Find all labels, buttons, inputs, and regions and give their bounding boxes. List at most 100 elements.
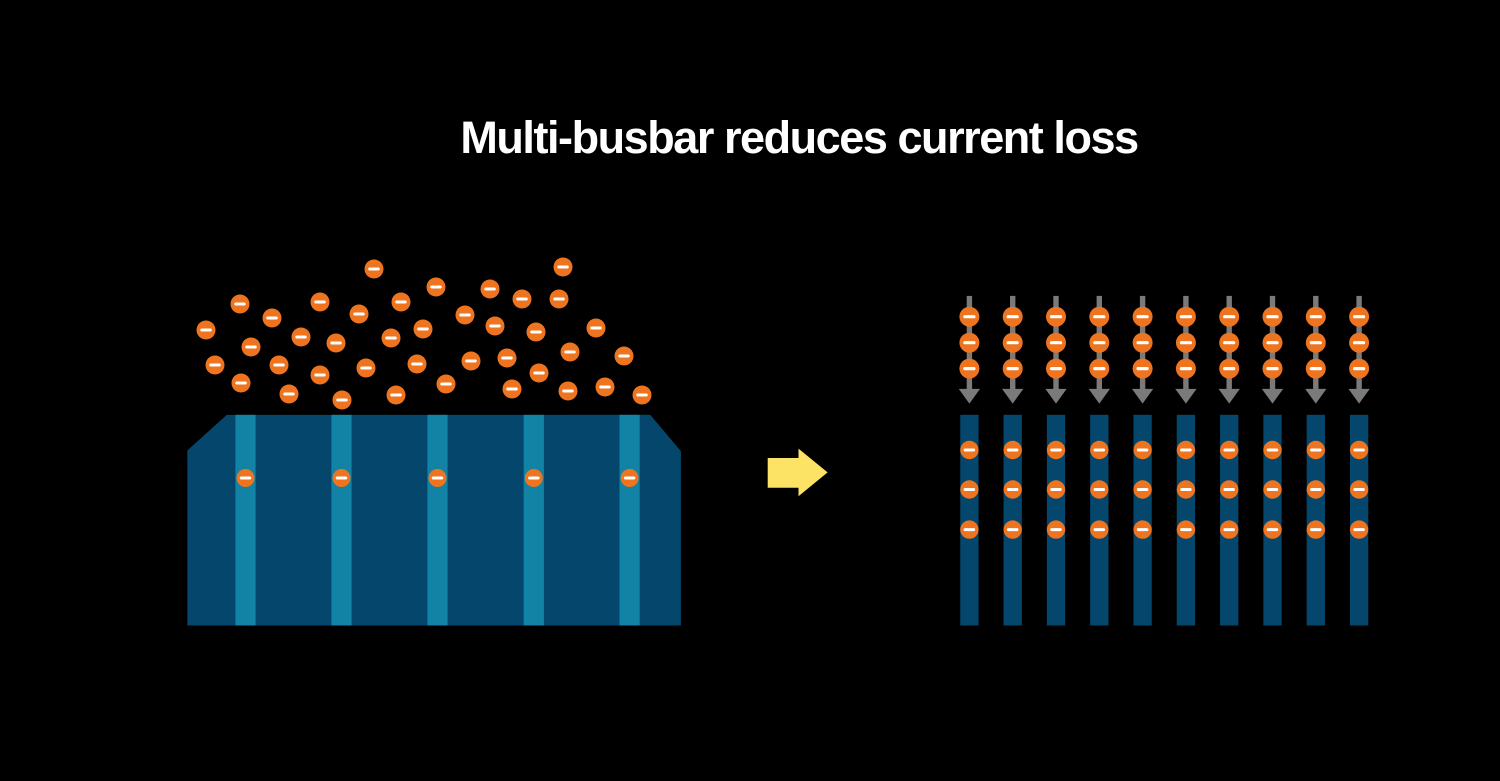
electron-minus-icon xyxy=(1266,488,1279,491)
electron-minus-icon xyxy=(1309,315,1322,319)
electron-minus-icon xyxy=(1136,341,1149,345)
electron-minus-icon xyxy=(1179,341,1192,345)
electron xyxy=(497,348,517,368)
electron xyxy=(1046,332,1066,353)
electron xyxy=(1046,358,1066,379)
multi-busbar-bar xyxy=(1220,414,1239,626)
electron-minus-icon xyxy=(963,488,976,491)
electron-minus-icon xyxy=(1093,488,1106,491)
electron-minus-icon xyxy=(1006,367,1019,371)
electron xyxy=(205,355,225,375)
electron-minus-icon xyxy=(209,363,221,367)
electron xyxy=(332,469,351,487)
electron xyxy=(558,381,578,401)
current-arrow-head-icon xyxy=(1175,388,1197,404)
current-arrow-head-icon xyxy=(1002,388,1024,404)
electron-minus-icon xyxy=(1006,315,1019,319)
electron-minus-icon xyxy=(963,448,976,452)
electron xyxy=(1002,306,1023,327)
busbar-stripe xyxy=(427,414,448,626)
multi-busbar-bar xyxy=(1046,414,1066,626)
figure-title: Multi-busbar reduces current loss xyxy=(460,112,1139,163)
electron-minus-icon xyxy=(1050,448,1062,452)
electron xyxy=(196,320,216,340)
electron-minus-icon xyxy=(1309,367,1322,371)
electron xyxy=(310,292,330,312)
electron-minus-icon xyxy=(1179,367,1192,371)
current-arrow-head-icon xyxy=(1045,388,1067,404)
electron-minus-icon xyxy=(489,324,501,328)
electron-minus-icon xyxy=(562,389,574,393)
electron xyxy=(632,385,652,405)
busbar-stripe xyxy=(235,414,256,626)
electron xyxy=(1219,306,1240,327)
busbar-unit xyxy=(1175,295,1197,626)
electron xyxy=(1132,332,1153,353)
electron xyxy=(1220,480,1239,499)
electron-minus-icon xyxy=(1223,315,1236,319)
electron xyxy=(1133,440,1152,460)
electron xyxy=(1349,520,1369,539)
electron-minus-icon xyxy=(530,330,542,334)
electron xyxy=(241,337,261,357)
electron-minus-icon xyxy=(1266,528,1279,532)
electron xyxy=(1003,440,1022,460)
electron xyxy=(1175,306,1196,327)
electron xyxy=(413,319,433,339)
electron xyxy=(549,289,569,309)
electron xyxy=(1133,480,1152,499)
electron xyxy=(959,306,980,327)
electron-minus-icon xyxy=(1050,528,1062,532)
electron xyxy=(269,355,289,375)
electron-minus-icon xyxy=(590,326,602,330)
electron-minus-icon xyxy=(459,313,471,317)
electron-minus-icon xyxy=(411,362,423,366)
multi-busbar-bar xyxy=(960,414,979,626)
electron-minus-icon xyxy=(295,335,307,339)
electron xyxy=(1046,440,1066,460)
busbar-unit xyxy=(958,295,981,626)
electron xyxy=(428,469,447,487)
electron xyxy=(1349,358,1370,379)
electron-minus-icon xyxy=(564,350,576,354)
electron xyxy=(262,308,282,328)
busbar-unit xyxy=(1218,295,1240,626)
electron-minus-icon xyxy=(1266,448,1279,452)
electron-minus-icon xyxy=(1353,367,1366,371)
busbar-unit xyxy=(1088,295,1110,626)
electron xyxy=(1262,358,1283,379)
electron-minus-icon xyxy=(528,476,540,480)
electron xyxy=(310,365,330,385)
electron-minus-icon xyxy=(1136,448,1149,452)
electron-minus-icon xyxy=(1223,528,1235,532)
electron-minus-icon xyxy=(1266,315,1279,319)
electron xyxy=(1263,480,1282,499)
electron-minus-icon xyxy=(283,392,295,396)
electron-minus-icon xyxy=(1310,488,1322,491)
electron xyxy=(407,354,427,374)
electron xyxy=(524,469,543,487)
electron xyxy=(236,469,255,487)
electron-minus-icon xyxy=(465,359,477,363)
electron-minus-icon xyxy=(1093,448,1106,452)
busbar-unit xyxy=(1261,295,1284,626)
electron-minus-icon xyxy=(553,297,565,301)
electron-minus-icon xyxy=(1049,367,1063,371)
electron xyxy=(529,363,549,383)
electron-minus-icon xyxy=(1136,367,1149,371)
electron-minus-icon xyxy=(636,393,648,397)
current-arrow-head-icon xyxy=(1305,388,1327,404)
electron-minus-icon xyxy=(330,341,342,345)
electron-minus-icon xyxy=(431,476,444,480)
multi-busbar-diagram xyxy=(958,295,1370,626)
electron-minus-icon xyxy=(618,354,630,358)
busbar-unit xyxy=(1045,295,1067,626)
electron xyxy=(480,279,500,299)
electron-minus-icon xyxy=(1180,488,1192,491)
electron-minus-icon xyxy=(1353,448,1365,452)
electron xyxy=(595,377,615,397)
electron-minus-icon xyxy=(314,300,326,304)
electron-minus-icon xyxy=(273,363,285,367)
